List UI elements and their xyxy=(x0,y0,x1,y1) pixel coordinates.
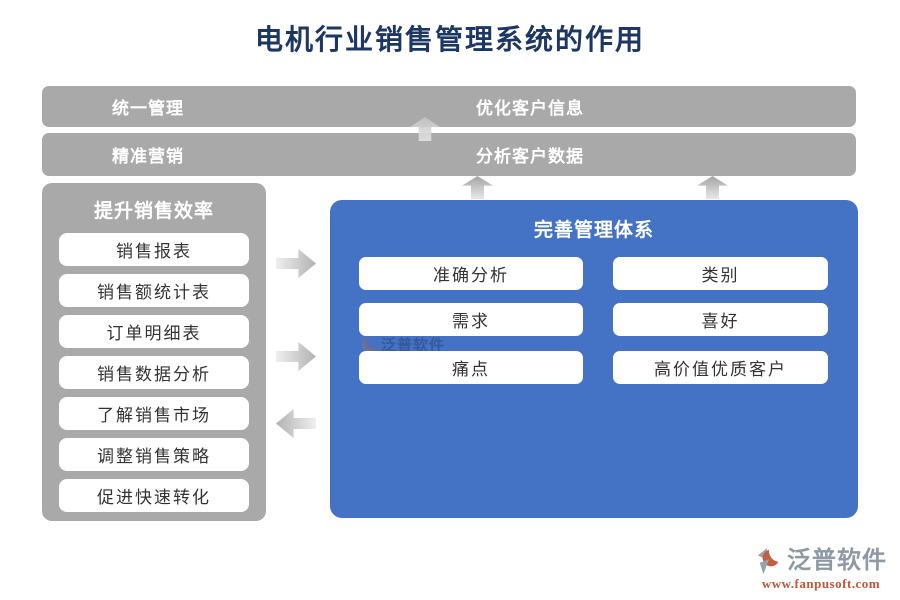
bar1-left-label: 统一管理 xyxy=(112,99,184,118)
brand-footer: 泛普软件 www.fanpusoft.com xyxy=(742,547,900,592)
sidebar-item-conversion: 促进快速转化 xyxy=(59,479,249,512)
watermark-text: 泛普软件 xyxy=(381,338,446,354)
sidebar-header: 提升销售效率 xyxy=(93,201,214,222)
management-panel: 完善管理体系 准确分析 类别 需求 喜好 痛点 高价值优质客户 泛普软件 xyxy=(330,200,858,518)
sidebar-item-order-detail: 订单明细表 xyxy=(59,315,249,348)
arrow-right-icon xyxy=(276,249,316,278)
benefit-bar-2: 精准营销 分析客户数据 xyxy=(42,133,856,176)
panel-item-analysis: 准确分析 xyxy=(359,257,583,290)
panel-item-customers: 高价值优质客户 xyxy=(613,351,828,384)
panel-item-category: 类别 xyxy=(613,257,828,290)
brand-name: 泛普软件 xyxy=(787,547,887,574)
panel-item-demand: 需求 xyxy=(359,303,583,336)
fanpu-logo-icon xyxy=(757,547,779,575)
sales-efficiency-panel: 提升销售效率 销售报表 销售额统计表 订单明细表 销售数据分析 了解销售市场 调… xyxy=(42,183,266,521)
bar1-right-label: 优化客户信息 xyxy=(476,99,584,118)
panel-item-preference: 喜好 xyxy=(613,303,828,336)
benefit-bar-1: 统一管理 优化客户信息 xyxy=(42,86,856,127)
arrow-left-icon xyxy=(276,409,316,438)
sidebar-item-sales-stats: 销售额统计表 xyxy=(59,274,249,307)
sidebar-item-sales-report: 销售报表 xyxy=(59,233,249,266)
arrow-up-icon xyxy=(697,176,728,199)
watermark: 泛普软件 xyxy=(362,334,445,355)
page-title: 电机行业销售管理系统的作用 xyxy=(254,25,645,56)
sidebar-item-data-analysis: 销售数据分析 xyxy=(59,356,249,389)
bar2-right-label: 分析客户数据 xyxy=(476,147,584,166)
brand-url: www.fanpusoft.com xyxy=(761,576,881,591)
sidebar-item-strategy: 调整销售策略 xyxy=(59,438,249,471)
arrow-up-icon xyxy=(462,176,493,199)
sidebar-item-market: 了解销售市场 xyxy=(59,397,249,430)
arrow-right-icon xyxy=(276,342,316,371)
panel-header: 完善管理体系 xyxy=(533,220,654,241)
bar2-left-label: 精准营销 xyxy=(112,147,184,166)
panel-item-painpoint: 痛点 xyxy=(359,351,583,384)
fanpu-watermark-icon xyxy=(362,337,377,352)
